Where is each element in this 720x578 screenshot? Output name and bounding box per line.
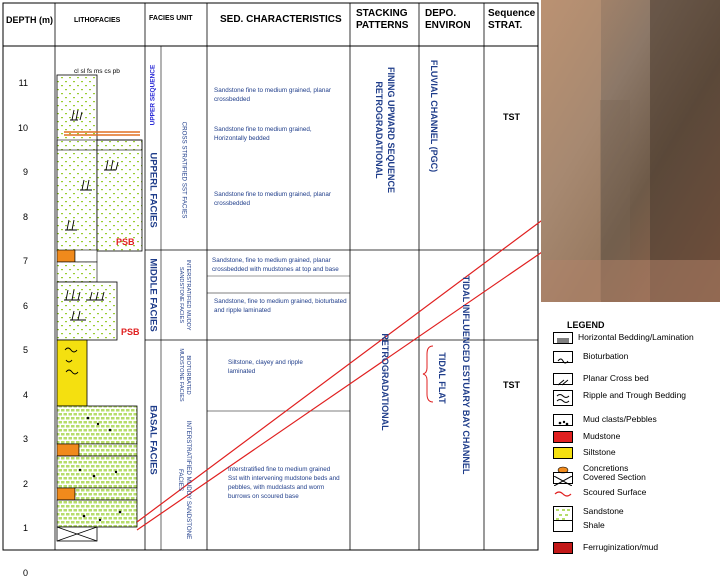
stacking-lower: RETROGRADATIONAL [380,333,390,431]
sed-item: Sandstone fine to medium grained, planar… [214,191,331,207]
legend-label: Mud clasts/Pebbles [583,414,657,424]
facies-middle: MIDDLE FACIES [147,258,159,332]
subfacies-upper: CROSS STRATIFIED SST FACIES [180,121,188,219]
depth-tick: 5 [22,345,28,355]
header-stacking-patterns: STACKING PATTERNS [356,8,409,31]
depth-tick: 9 [22,167,28,177]
legend-label: Siltstone [583,447,616,457]
depo-lower: TIDAL INFLUENCED ESTUARY BAY CHANNEL [461,275,471,475]
tidal-flat-label: TIDAL FLAT [437,352,447,404]
legend-label: Horizontal Bedding/Lamination [578,332,694,342]
sed-item: Sandstone fine to medium grained, planar… [214,87,331,103]
subfacies-basal: INTERSTRATIFIED MUDDY SANDSTONE FACIES [177,420,192,540]
stacking-upper: FINING UPWARD SEQUENCE RETROGRADATIONAL [374,66,396,193]
facies-upper: UPPERL FACIES [147,152,159,228]
sequence-strat-value: TST [503,112,520,122]
legend-label: Mudstone [583,431,621,441]
legend-label: Bioturbation [583,351,629,361]
subfacies-middle: INTERSTRATIFIED MUDDY SANDSTONE FACIES [178,259,191,331]
mudstone-swatch [553,431,573,443]
legend-label: Concretions [583,463,629,473]
legend-label: Scoured Surface [583,487,647,497]
sed-item: Interstratified fine to medium grained S… [228,466,340,500]
depth-tick: 2 [22,478,28,489]
sed-item: Siltstone, clayey and ripple laminated [228,359,303,375]
legend-label: Ripple and Trough Bedding [583,390,687,400]
depth-tick: 1 [22,523,28,533]
concretions-icon [553,463,573,475]
sequence-label: UPPER SEQUENCE [149,64,157,126]
subfacies-bioturbated: BIOTURBATED MUDSTONE FACIES [178,348,191,402]
sed-item: Sandstone, fine to medium grained, plana… [212,257,339,273]
header-sed-characteristics: SED. CHARACTERISTICS [220,14,342,25]
header-depth: DEPTH (m) [6,15,53,25]
header-depo-environ: DEPO. ENVIRON [425,8,471,31]
depth-tick: 11 [18,78,28,88]
sequence-strat-value: TST [503,380,520,390]
mud-clasts-icon [553,414,573,426]
ferruginization-swatch [553,542,573,554]
legend-title: LEGEND [567,320,605,330]
depth-tick: 4 [22,389,28,400]
legend-label: Sandstone [583,506,624,516]
legend-label: Covered Section [583,472,646,482]
facies-basal: BASAL FACIES [147,405,159,475]
depth-tick: 8 [22,211,28,222]
legend-label: Shale [583,520,605,530]
covered-section-icon [553,472,573,487]
legend-label: Planar Cross bed [583,373,649,383]
bioturbation-icon [553,351,573,364]
header-lithofacies: LITHOFACIES [74,17,121,24]
legend-label: Ferruginization/mud [583,542,659,552]
depo-upper: FLUVIAL CHANNEL (PGC) [429,59,439,173]
siltstone-swatch [553,447,573,459]
depth-tick: 6 [22,300,28,311]
horizontal-bedding-icon [553,332,573,344]
planar-cross-bed-icon [553,373,573,386]
header-sequence-strat: Sequence STRAT. [488,8,536,31]
psb-label: PSB [116,237,135,247]
ripple-trough-icon [553,390,573,406]
sed-item: Sandstone, fine to medium grained, biotu… [214,298,347,314]
scoured-surface-icon [553,487,573,499]
psb-label: PSB [121,327,140,337]
depth-tick: 10 [17,122,28,133]
grain-scale: cl sl fs ms cs pb [74,68,120,75]
shale-swatch [553,520,573,532]
log-grid [2,0,720,551]
depth-tick: 7 [22,256,28,266]
depth-tick: 0 [22,567,28,578]
depth-tick: 3 [22,434,28,444]
sed-item: Sandstone fine to medium grained, Horizo… [214,126,312,142]
header-facies-unit: FACIES UNIT [149,15,193,22]
